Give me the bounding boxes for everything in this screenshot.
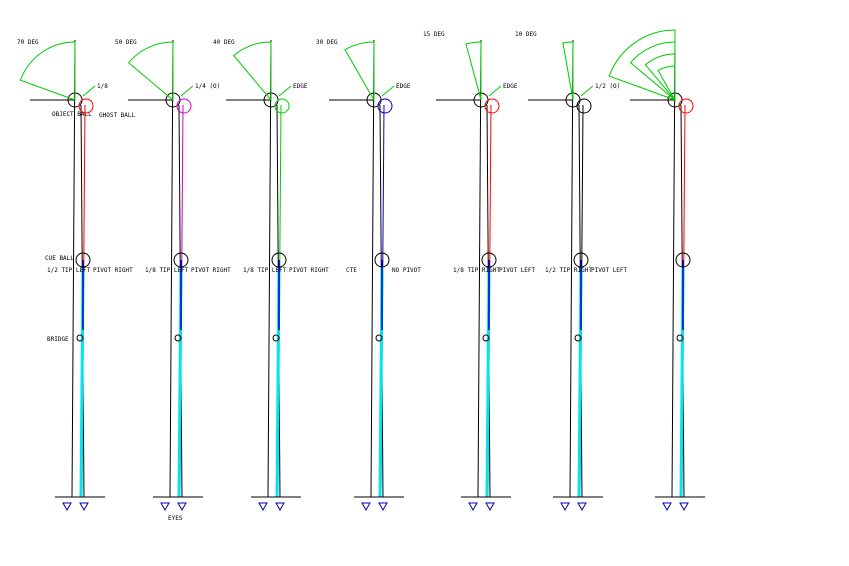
- ghost-ball: [678, 98, 694, 114]
- tip-label: 1/2 TIP RIGHT: [545, 267, 592, 274]
- eye-icon: [577, 502, 587, 512]
- contact-label: EDGE: [293, 83, 308, 90]
- reference-line: [267, 39, 272, 498]
- cue-ball: [173, 252, 189, 268]
- angle-arc: [127, 41, 174, 102]
- angle-arc: [19, 41, 76, 101]
- cue-ball-label: CUE BALL: [45, 255, 74, 262]
- cue-ball: [374, 252, 390, 268]
- cue-ball: [75, 252, 91, 268]
- contact-leader: [180, 85, 194, 97]
- panel-6: [528, 39, 603, 512]
- bridge-point: [174, 334, 182, 342]
- eye-icon: [160, 502, 170, 512]
- panel-4: [329, 39, 404, 512]
- angle-label: 30 DEG: [316, 39, 338, 46]
- angle-arc: [608, 29, 676, 101]
- angle-arc: [629, 41, 676, 102]
- panel-2: [128, 39, 203, 512]
- eye-icon: [378, 502, 388, 512]
- panel-1: [30, 39, 105, 512]
- eye-icon: [177, 502, 187, 512]
- ghost-ball: [576, 98, 592, 114]
- ghost-ball: [176, 98, 192, 114]
- angle-arc: [644, 53, 676, 102]
- reference-line: [477, 39, 482, 498]
- eye-icon: [468, 502, 478, 512]
- pivot-label: PIVOT RIGHT: [289, 267, 329, 274]
- cue-ball: [675, 252, 691, 268]
- angle-arc: [465, 41, 482, 101]
- bridge-point: [574, 334, 582, 342]
- eye-icon: [258, 502, 268, 512]
- contact-leader: [82, 85, 96, 97]
- bridge-point: [272, 334, 280, 342]
- bridge-point: [482, 334, 490, 342]
- ghost-ball: [274, 98, 290, 114]
- ghost-ball: [484, 98, 500, 114]
- pivot-label: PIVOT LEFT: [499, 267, 536, 274]
- pivot-label: PIVOT RIGHT: [191, 267, 231, 274]
- contact-label: 1/8: [97, 83, 108, 90]
- reference-line: [569, 39, 574, 498]
- pivot-label: PIVOT RIGHT: [93, 267, 133, 274]
- eye-icon: [662, 502, 672, 512]
- cue-ball: [481, 252, 497, 268]
- contact-leader: [580, 85, 594, 97]
- pivot-label: PIVOT LEFT: [591, 267, 628, 274]
- eye-icon: [485, 502, 495, 512]
- tip-label: 1/8 TIP RIGHT: [453, 267, 500, 274]
- bridge-point: [375, 334, 383, 342]
- angle-label: 40 DEG: [213, 39, 235, 46]
- panel-3: [226, 39, 301, 512]
- angle-arc: [657, 65, 676, 102]
- contact-label: EDGE: [503, 83, 518, 90]
- bridge-point: [676, 334, 684, 342]
- reference-line: [671, 39, 676, 498]
- eye-icon: [560, 502, 570, 512]
- bridge-label: BRIDGE: [47, 336, 69, 343]
- eye-icon: [361, 502, 371, 512]
- angle-label: 10 DEG: [515, 31, 537, 38]
- contact-label: 1/4 (O): [195, 83, 220, 90]
- angle-label: 70 DEG: [17, 39, 39, 46]
- ghost-ball: [377, 98, 393, 114]
- eye-icon: [679, 502, 689, 512]
- reference-line: [71, 39, 76, 498]
- tip-label: 1/8 TIP LEFT: [243, 267, 287, 274]
- cue-ball: [573, 252, 589, 268]
- angle-arc: [344, 41, 375, 102]
- panel-7: [630, 39, 705, 512]
- angle-arc: [233, 41, 272, 102]
- angle-label: 15 DEG: [423, 31, 445, 38]
- eye-icon: [79, 502, 89, 512]
- angle-arc: [562, 41, 574, 101]
- ghost-ball-label: GHOST BALL: [99, 112, 136, 119]
- eyes-label: EYES: [168, 515, 183, 522]
- contact-label: EDGE: [396, 83, 411, 90]
- reference-line: [370, 39, 375, 498]
- contact-leader: [488, 85, 502, 97]
- contact-leader: [278, 85, 292, 97]
- contact-label: 1/2 (O): [595, 83, 620, 90]
- ghost-ball: [78, 98, 94, 114]
- cue-ball: [271, 252, 287, 268]
- panel-5: [436, 39, 511, 512]
- object-ball-label: OBJECT BALL: [52, 111, 92, 118]
- tip-label: 1/8 TIP LEFT: [145, 267, 189, 274]
- contact-leader: [381, 85, 395, 97]
- tip-label: 1/2 TIP LEFT: [47, 267, 91, 274]
- eye-icon: [275, 502, 285, 512]
- tip-label: CTE: [346, 267, 357, 274]
- pivot-label: NO PIVOT: [392, 267, 421, 274]
- eye-icon: [62, 502, 72, 512]
- bridge-point: [76, 334, 84, 342]
- reference-line: [169, 39, 174, 498]
- angle-label: 50 DEG: [115, 39, 137, 46]
